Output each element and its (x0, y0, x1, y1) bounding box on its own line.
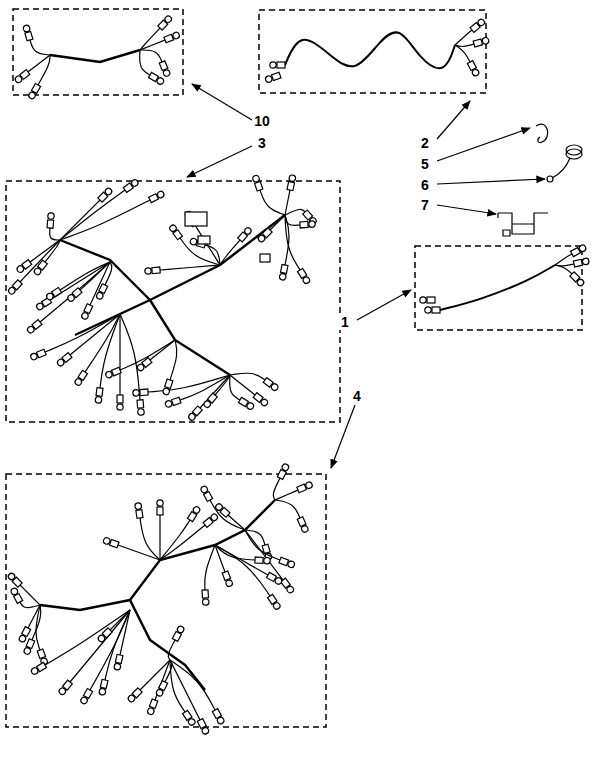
callout-number: 3 (256, 135, 268, 151)
callout-number: 5 (419, 156, 431, 172)
callout-number: 4 (351, 388, 363, 404)
callout-number: 7 (419, 197, 431, 213)
callout-number: 10 (252, 113, 272, 129)
callout-number: 6 (419, 177, 431, 193)
callout-number: 1 (339, 314, 351, 330)
dashed-frames (6, 9, 582, 727)
wire-harnesses (7, 15, 590, 735)
leader-lines (187, 84, 545, 468)
callout-number: 2 (419, 135, 431, 151)
